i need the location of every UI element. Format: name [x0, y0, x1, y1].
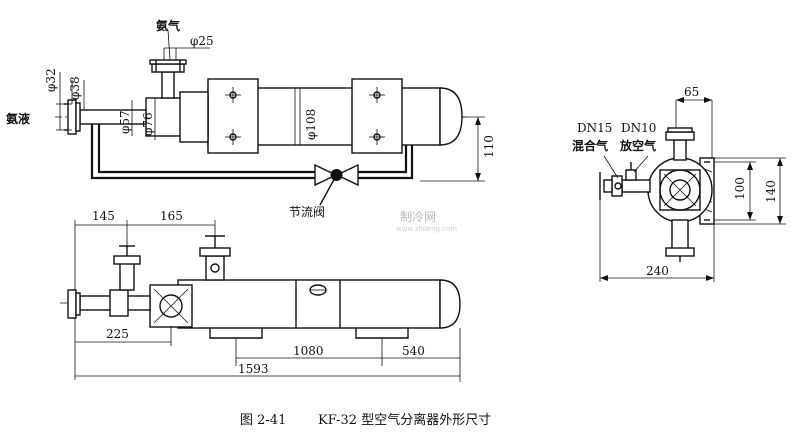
plan-view: [60, 220, 461, 382]
dim-240: 240: [646, 264, 669, 278]
label-mixed-gas: 混合气: [572, 138, 608, 153]
dim-phi57: φ57: [118, 110, 132, 134]
dim-65: 65: [684, 85, 699, 99]
dim-phi32: φ32: [44, 68, 58, 92]
figure-number: 图 2-41: [240, 413, 286, 428]
dim-phi38: φ38: [68, 76, 82, 100]
label-ammonia-liquid: 氨液: [6, 111, 30, 126]
label-dn10: DN10: [621, 121, 656, 135]
dim-100: 100: [733, 177, 747, 200]
dim-140: 140: [764, 180, 778, 203]
figure-title: KF-32 型空气分离器外形尺寸: [318, 412, 491, 428]
label-vent-gas: 放空气: [619, 138, 656, 153]
dim-1080: 1080: [293, 344, 324, 358]
side-view: [599, 97, 786, 282]
label-ammonia-gas: 氨气: [156, 18, 180, 33]
watermark-text: 制冷网: [400, 210, 436, 224]
front-view: [55, 29, 485, 206]
dim-225: 225: [106, 327, 129, 341]
dim-1593: 1593: [238, 362, 269, 376]
label-throttle-valve: 节流阀: [289, 205, 325, 219]
dim-540: 540: [402, 344, 425, 358]
dim-145: 145: [92, 209, 115, 223]
dim-110: 110: [482, 135, 496, 158]
label-dn15: DN15: [577, 121, 612, 135]
dim-phi25: φ25: [190, 34, 214, 48]
dim-165: 165: [160, 209, 183, 223]
dim-phi108: φ108: [304, 109, 318, 140]
watermark-url: www.zhileng.com: [396, 225, 457, 233]
dim-phi76: φ76: [141, 112, 155, 136]
